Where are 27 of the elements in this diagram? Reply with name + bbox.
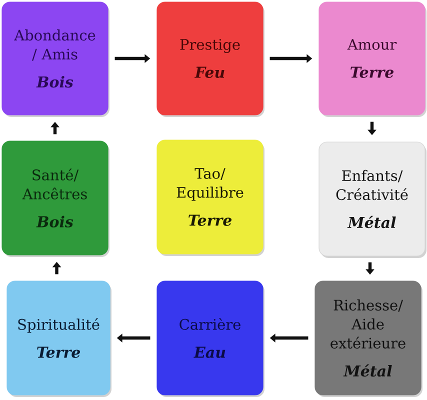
element-label: Bois	[36, 216, 74, 228]
area-label: Carrière	[180, 318, 240, 330]
area-box	[2, 2, 110, 117]
element-label: Terre	[188, 214, 232, 226]
area-box	[318, 2, 426, 117]
element-label: Terre	[350, 66, 394, 78]
area-box	[156, 2, 264, 117]
area-label: Enfants/ Créativité	[336, 170, 408, 200]
area-label: Spiritualité	[18, 318, 100, 333]
area-box	[318, 142, 426, 258]
element-label: Métal	[347, 216, 396, 228]
area-box	[156, 280, 264, 397]
area-label: Prestige	[180, 39, 240, 53]
area-box	[314, 280, 422, 397]
element-label: Métal	[343, 364, 392, 377]
area-label: Abondance / Amis	[14, 29, 96, 61]
area-box	[6, 280, 112, 397]
area-box	[2, 140, 110, 257]
area-label: Amour	[347, 39, 397, 50]
area-box	[156, 140, 264, 256]
element-label: Eau	[194, 346, 226, 358]
area-label: Richesse/ Aide extérieure	[330, 299, 406, 349]
area-label: Tao/ Equilibre	[176, 168, 244, 201]
element-label: Bois	[36, 76, 74, 88]
element-label: Terre	[37, 346, 80, 358]
element-label: Feu	[194, 66, 224, 78]
area-label: Santé/ Ancêtres	[22, 168, 87, 200]
